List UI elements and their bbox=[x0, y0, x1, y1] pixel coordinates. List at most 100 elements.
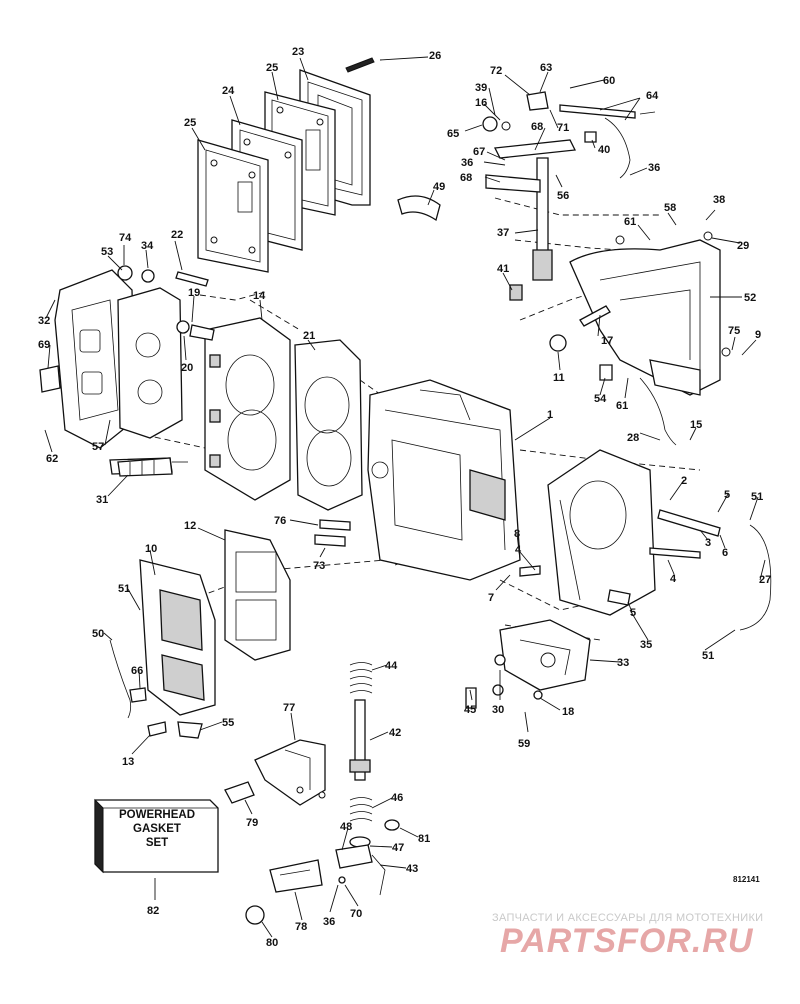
callout-53: 53 bbox=[101, 246, 113, 258]
callout-13: 13 bbox=[122, 756, 134, 768]
callout-41: 41 bbox=[497, 263, 509, 275]
cylinder-head bbox=[175, 271, 363, 511]
callout-68: 68 bbox=[460, 172, 472, 184]
callout-58: 58 bbox=[664, 202, 676, 214]
callout-4: 4 bbox=[670, 573, 677, 585]
callout-36: 36 bbox=[461, 157, 473, 169]
watermark-logo: PARTSFOR.RU bbox=[500, 922, 754, 960]
leader-lines bbox=[44, 56, 766, 938]
callout-49: 49 bbox=[433, 181, 445, 193]
callout-18: 18 bbox=[562, 706, 574, 718]
callout-69: 69 bbox=[38, 339, 50, 351]
callout-32: 32 bbox=[38, 315, 50, 327]
shaft-assembly bbox=[335, 662, 400, 896]
mount-bracket bbox=[549, 231, 731, 446]
callout-51: 51 bbox=[118, 583, 130, 595]
callout-72: 72 bbox=[490, 65, 502, 77]
drawing-number: 812141 bbox=[733, 875, 760, 884]
callout-6: 6 bbox=[722, 547, 728, 559]
callout-65: 65 bbox=[447, 128, 459, 140]
callout-80: 80 bbox=[266, 937, 278, 949]
callout-36: 36 bbox=[323, 916, 335, 928]
callout-42: 42 bbox=[389, 727, 401, 739]
exhaust-cover-left bbox=[39, 265, 188, 475]
callout-labels: 23 26 24 25 25 72 63 60 64 39 16 65 68 7… bbox=[38, 46, 771, 949]
callout-81: 81 bbox=[418, 833, 430, 845]
callout-61: 61 bbox=[616, 400, 628, 412]
callout-70: 70 bbox=[350, 908, 362, 920]
callout-46: 46 bbox=[391, 792, 403, 804]
callout-10: 10 bbox=[145, 543, 157, 555]
callout-38: 38 bbox=[713, 194, 725, 206]
callout-56: 56 bbox=[557, 190, 569, 202]
callout-79: 79 bbox=[246, 817, 258, 829]
callout-82: 82 bbox=[147, 905, 159, 917]
callout-51: 51 bbox=[751, 491, 763, 503]
callout-40: 40 bbox=[598, 144, 610, 156]
callout-62: 62 bbox=[46, 453, 58, 465]
callout-50: 50 bbox=[92, 628, 104, 640]
callout-1: 1 bbox=[547, 409, 553, 421]
callout-36: 36 bbox=[648, 162, 660, 174]
callout-75: 75 bbox=[728, 325, 740, 337]
gasket-set-line-2: GASKET bbox=[133, 823, 181, 835]
watermark-tagline: ЗАПЧАСТИ И АКСЕССУАРЫ ДЛЯ МОТОТЕХНИКИ bbox=[492, 912, 764, 924]
callout-68: 68 bbox=[531, 121, 543, 133]
callout-27: 27 bbox=[759, 574, 771, 586]
callout-57: 57 bbox=[92, 441, 104, 453]
callout-67: 67 bbox=[473, 146, 485, 158]
callout-22: 22 bbox=[171, 229, 183, 241]
gasket-set-line-1: POWERHEAD bbox=[118, 809, 196, 821]
callout-17: 17 bbox=[601, 335, 613, 347]
callout-2: 2 bbox=[681, 475, 687, 487]
callout-60: 60 bbox=[603, 75, 615, 87]
callout-26: 26 bbox=[429, 50, 441, 62]
callout-55: 55 bbox=[222, 717, 234, 729]
callout-29: 29 bbox=[737, 240, 749, 252]
callout-11: 11 bbox=[553, 372, 565, 384]
crankcase-block bbox=[314, 379, 772, 631]
callout-76: 76 bbox=[274, 515, 286, 527]
callout-30: 30 bbox=[492, 704, 504, 716]
callout-24: 24 bbox=[222, 85, 235, 97]
gasket-set-box bbox=[94, 798, 219, 874]
callout-74: 74 bbox=[119, 232, 132, 244]
lower-bracket bbox=[465, 619, 591, 709]
callout-7: 7 bbox=[488, 592, 494, 604]
callout-51: 51 bbox=[702, 650, 714, 662]
callout-78: 78 bbox=[295, 921, 307, 933]
gasket-set-label: POWERHEAD GASKET SET bbox=[102, 808, 212, 850]
callout-35: 35 bbox=[640, 639, 652, 651]
callout-33: 33 bbox=[617, 657, 629, 669]
spark-plug bbox=[117, 457, 173, 477]
callout-25: 25 bbox=[266, 62, 278, 74]
callout-34: 34 bbox=[141, 240, 154, 252]
callout-61: 61 bbox=[624, 216, 636, 228]
callout-3: 3 bbox=[705, 537, 711, 549]
callout-23: 23 bbox=[292, 46, 304, 58]
intake-reed-plate bbox=[109, 529, 291, 739]
callout-48: 48 bbox=[340, 821, 352, 833]
callout-19: 19 bbox=[188, 287, 200, 299]
gasket-set-line-3: SET bbox=[145, 837, 169, 849]
callout-9: 9 bbox=[755, 329, 761, 341]
callout-47: 47 bbox=[392, 842, 404, 854]
callout-64: 64 bbox=[646, 90, 659, 102]
callout-66: 66 bbox=[131, 665, 143, 677]
callout-54: 54 bbox=[594, 393, 607, 405]
callout-14: 14 bbox=[253, 290, 266, 302]
callout-39: 39 bbox=[475, 82, 487, 94]
callout-73: 73 bbox=[313, 560, 325, 572]
callout-5: 5 bbox=[630, 607, 636, 619]
callout-44: 44 bbox=[385, 660, 398, 672]
callout-12: 12 bbox=[184, 520, 196, 532]
exhaust-cover-plates bbox=[197, 57, 375, 273]
callout-59: 59 bbox=[518, 738, 530, 750]
callout-15: 15 bbox=[690, 419, 702, 431]
callout-5: 5 bbox=[724, 489, 730, 501]
mount-bracket-77 bbox=[224, 739, 346, 925]
callout-8: 8 bbox=[514, 528, 520, 540]
callout-28: 28 bbox=[627, 432, 639, 444]
callout-71: 71 bbox=[557, 122, 569, 134]
